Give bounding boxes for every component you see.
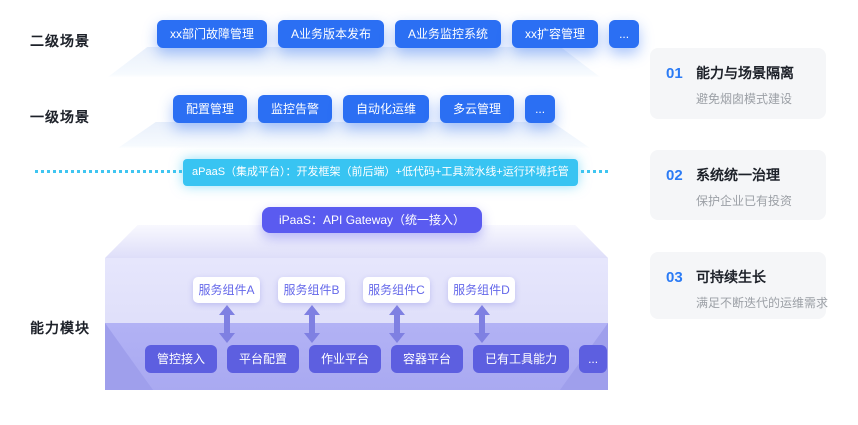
benefit-title: 能力与场景隔离 — [696, 65, 794, 81]
double-arrow-icon — [219, 305, 235, 348]
benefit-number: 01 — [666, 65, 683, 82]
benefit-title: 可持续生长 — [696, 269, 766, 285]
service-component-row: 服务组件A 服务组件B 服务组件C 服务组件D — [193, 277, 515, 303]
chip-scaling-mgmt: xx扩容管理 — [512, 20, 599, 48]
chip-automation-ops: 自动化运维 — [343, 95, 430, 123]
chip-more-secondary: ... — [609, 20, 640, 48]
chip-more-platform: ... — [579, 345, 608, 373]
tier-label-capability-module: 能力模块 — [30, 320, 90, 336]
chip-dept-fault-mgmt: xx部门故障管理 — [157, 20, 268, 48]
primary-scenario-platform-shape — [118, 122, 590, 148]
primary-scenario-row: 配置管理 监控告警 自动化运维 多云管理 ... — [173, 95, 556, 123]
double-arrow-icon — [304, 305, 320, 348]
tier-label-primary-scenario: 一级场景 — [30, 109, 90, 125]
service-component-d: 服务组件D — [448, 277, 515, 303]
platform-capability-row: 管控接入 平台配置 作业平台 容器平台 已有工具能力 ... — [145, 345, 608, 373]
chip-multicloud-mgmt: 多云管理 — [440, 95, 515, 123]
chip-biz-version-release: A业务版本发布 — [278, 20, 385, 48]
double-arrow-icon — [389, 305, 405, 348]
benefit-card-2: 02 系统统一治理 保护企业已有投资 — [650, 150, 826, 220]
chip-biz-monitor-system: A业务监控系统 — [395, 20, 502, 48]
benefit-head: 03 可持续生长 — [666, 267, 810, 287]
benefit-card-1: 01 能力与场景隔离 避免烟囱模式建设 — [650, 48, 826, 119]
chip-config-mgmt: 配置管理 — [173, 95, 248, 123]
chip-platform-config: 平台配置 — [227, 345, 300, 373]
chip-more-primary: ... — [525, 95, 556, 123]
service-component-a: 服务组件A — [193, 277, 260, 303]
benefit-head: 02 系统统一治理 — [666, 165, 810, 185]
ipaas-gateway-bar: iPaaS：API Gateway（统一接入） — [262, 207, 483, 233]
benefit-description: 避免烟囱模式建设 — [696, 92, 793, 106]
chip-container-platform: 容器平台 — [391, 345, 464, 373]
chip-job-platform: 作业平台 — [309, 345, 382, 373]
secondary-scenario-row: xx部门故障管理 A业务版本发布 A业务监控系统 xx扩容管理 ... — [157, 20, 640, 48]
benefit-title: 系统统一治理 — [696, 167, 780, 183]
benefit-card-3: 03 可持续生长 满足不断迭代的运维需求 — [650, 252, 829, 319]
benefit-head: 01 能力与场景隔离 — [666, 63, 810, 83]
secondary-scenario-platform-shape — [108, 47, 600, 77]
benefit-description: 满足不断迭代的运维需求 — [696, 296, 829, 310]
chip-control-access: 管控接入 — [145, 345, 218, 373]
benefit-number: 03 — [666, 269, 683, 286]
benefit-description: 保护企业已有投资 — [696, 194, 793, 208]
chip-existing-tool-capability: 已有工具能力 — [473, 345, 570, 373]
chip-monitor-alert: 监控告警 — [258, 95, 333, 123]
benefit-number: 02 — [666, 167, 683, 184]
tier-label-secondary-scenario: 二级场景 — [30, 33, 90, 49]
double-arrow-icon — [474, 305, 490, 348]
service-component-b: 服务组件B — [278, 277, 345, 303]
apaas-bar: aPaaS（集成平台）：开发框架（前后端）+低代码+工具流水线+运行环境托管 — [183, 159, 578, 186]
service-component-c: 服务组件C — [363, 277, 430, 303]
